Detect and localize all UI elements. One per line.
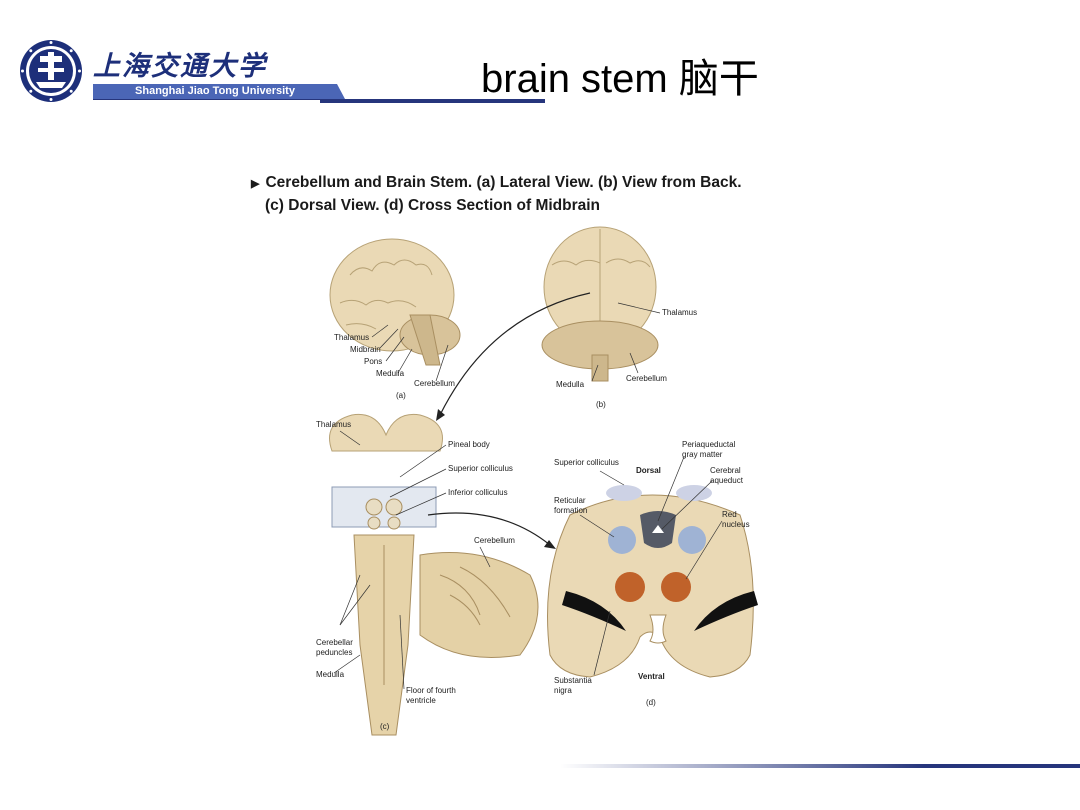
caption-text-1: Cerebellum and Brain Stem. (a) Lateral V… — [265, 174, 742, 191]
panel-a-lateral-view: Thalamus Midbrain Pons Medulla Cerebellu… — [329, 238, 461, 400]
label-c-medulla: Medulla — [316, 670, 345, 679]
university-seal-icon — [20, 40, 82, 102]
label-a-midbrain: Midbrain — [350, 345, 381, 354]
label-a-cerebellum: Cerebellum — [414, 379, 455, 388]
figure-caption: ▶ Cerebellum and Brain Stem. (a) Lateral … — [251, 172, 742, 216]
label-b-tag: (b) — [596, 400, 606, 409]
label-d-reticular: Reticular — [554, 496, 586, 505]
slide-title: brain stem 脑干 — [481, 57, 759, 101]
panel-c-dorsal-view: Thalamus Pineal body Superior colliculus… — [316, 413, 556, 736]
label-c-inferior-colliculus: Inferior colliculus — [448, 488, 508, 497]
label-a-medulla: Medulla — [376, 369, 405, 378]
label-d-gray-matter: gray matter — [682, 450, 723, 459]
label-d-red: Red — [722, 510, 737, 519]
label-c-tag: (c) — [380, 722, 390, 731]
caption-line-2: (c) Dorsal View. (d) Cross Section of Mi… — [265, 197, 601, 214]
label-b-medulla: Medulla — [556, 380, 585, 389]
header-rule-thin — [93, 99, 333, 100]
label-d-periaqueductal: Periaqueductal — [682, 440, 736, 449]
label-c-peduncles: peduncles — [316, 648, 352, 657]
label-c-cerebellum: Cerebellum — [474, 536, 515, 545]
label-d-superior-colliculus: Superior colliculus — [554, 458, 619, 467]
panel-d-midbrain-section: Superior colliculus Dorsal Periaqueducta… — [547, 440, 758, 707]
label-c-floor-of-fourth: Floor of fourth — [406, 686, 456, 695]
header-rule — [320, 99, 545, 103]
label-a-thalamus: Thalamus — [334, 333, 369, 342]
label-b-cerebellum: Cerebellum — [626, 374, 667, 383]
arrowhead-b-to-c — [436, 409, 445, 421]
bullet-triangle-icon: ▶ — [251, 178, 260, 190]
label-d-nigra: nigra — [554, 686, 572, 695]
caption-line-1: ▶ Cerebellum and Brain Stem. (a) Lateral … — [251, 172, 742, 195]
label-d-dorsal: Dorsal — [636, 466, 661, 475]
university-name-cn: 上海交通大学 — [93, 51, 267, 82]
label-c-superior-colliculus: Superior colliculus — [448, 464, 513, 473]
label-c-pineal-body: Pineal body — [448, 440, 490, 449]
label-b-thalamus: Thalamus — [662, 308, 697, 317]
label-d-nucleus: nucleus — [722, 520, 750, 529]
arrow-b-to-c — [439, 292, 591, 416]
label-d-aqueduct: aqueduct — [710, 476, 744, 485]
brain-stem-figure: Thalamus Midbrain Pons Medulla Cerebellu… — [316, 226, 758, 736]
label-d-cerebral: Cerebral — [710, 466, 741, 475]
banner-tail — [337, 84, 345, 99]
label-a-tag: (a) — [396, 391, 406, 400]
label-d-formation: formation — [554, 506, 587, 515]
label-a-pons: Pons — [364, 357, 382, 366]
label-d-tag: (d) — [646, 698, 656, 707]
label-d-substantia: Substantia — [554, 676, 592, 685]
label-d-ventral: Ventral — [638, 672, 665, 681]
university-name-en: Shanghai Jiao Tong University — [93, 84, 337, 99]
label-c-thalamus: Thalamus — [316, 420, 351, 429]
footer-rule — [560, 764, 1080, 768]
label-c-ventricle: ventricle — [406, 696, 436, 705]
label-c-cerebellar: Cerebellar — [316, 638, 353, 647]
panel-b-back-view: Thalamus Medulla Cerebellum (b) — [541, 226, 697, 409]
